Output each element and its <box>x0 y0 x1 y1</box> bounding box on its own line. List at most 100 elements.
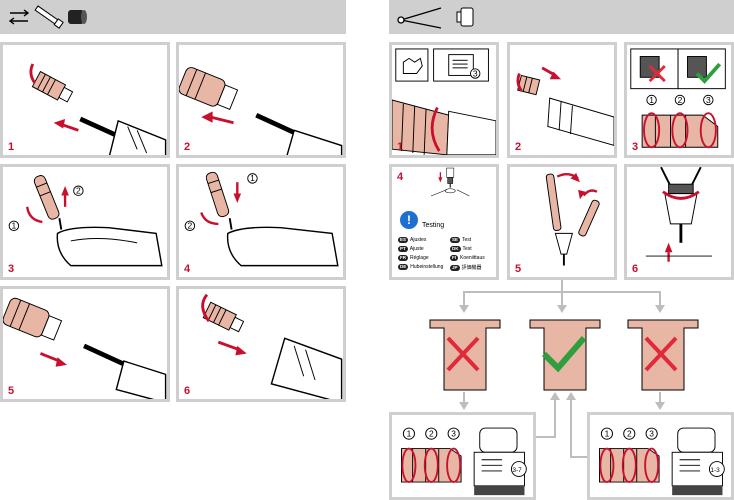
testing-label: Testing <box>422 222 445 229</box>
nosepiece-icon <box>68 10 87 24</box>
step-number: 3 <box>632 141 639 153</box>
results-row <box>429 319 699 391</box>
hand-icon <box>402 57 423 74</box>
language-text: Hubeinstellung <box>410 264 444 270</box>
arrow-down-icon <box>459 402 469 410</box>
arrow-down-icon <box>459 305 469 313</box>
right-step-3-panel: 1 2 3 3 <box>624 42 734 158</box>
step-number: 4 <box>397 171 404 183</box>
left-step-1-panel: 1 <box>0 42 170 158</box>
language-code: ES <box>398 237 409 243</box>
left-step-6-panel: 6 <box>176 286 346 402</box>
connector-line <box>536 436 556 438</box>
arrow-up-icon <box>550 392 560 400</box>
circle-number: 2 <box>188 221 193 231</box>
circle-number: 1 <box>250 173 255 183</box>
step-number: 5 <box>8 385 15 397</box>
cross-icon <box>644 336 678 372</box>
left-step-4-panel: 1 2 4 <box>176 164 346 280</box>
circle-number: 2 <box>429 428 434 438</box>
cross-icon <box>446 336 480 372</box>
circle-number: 2 <box>76 186 81 196</box>
right-header-bar <box>389 0 734 34</box>
right-step-2-panel: 2 <box>507 42 617 158</box>
circle-number: 1 <box>12 221 17 231</box>
circle-number: 1 <box>649 95 654 105</box>
rivet-bad-left <box>429 319 501 391</box>
step-number: 2 <box>515 141 522 153</box>
connector-line <box>463 392 465 404</box>
step-number: 1 <box>8 141 15 153</box>
adjust-panel-left: 1 2 3 3-7 <box>389 412 536 500</box>
step-number: 5 <box>515 263 522 275</box>
language-text: Ajuste <box>409 246 424 252</box>
circle-number: 1 <box>407 428 412 438</box>
adjust-panel-right: 1 2 3 1-3 <box>587 412 734 500</box>
language-code: DK <box>450 246 461 252</box>
language-text: Ajustes <box>410 237 427 243</box>
language-code: FR <box>398 255 408 261</box>
arrow-down-icon <box>655 402 665 410</box>
left-header-bar <box>0 0 346 34</box>
cross-icon <box>648 64 666 83</box>
swap-arrows-icon <box>8 9 30 25</box>
language-text: 評価機器 <box>461 265 482 271</box>
step-number: 1 <box>397 141 404 153</box>
step-number: 4 <box>184 263 191 275</box>
callout-number: 3 <box>473 68 478 78</box>
circle-number: 3 <box>451 428 456 438</box>
circle-number: 1 <box>605 428 610 438</box>
right-step-6-panel: 6 <box>624 164 734 280</box>
circle-number: 3 <box>706 95 711 105</box>
language-text: Test <box>462 246 472 252</box>
rivet-bad-right <box>627 319 699 391</box>
language-code: JP <box>450 264 460 271</box>
connector-line <box>561 291 563 307</box>
circle-number: 2 <box>627 428 632 438</box>
left-step-5-panel: 5 <box>0 286 170 402</box>
connector-line <box>463 291 465 307</box>
connector-line <box>554 398 556 438</box>
arrow-up-icon <box>566 392 576 400</box>
connector-line <box>570 456 590 458</box>
callout-number: 3-7 <box>512 467 522 474</box>
info-icon: ! <box>400 211 418 229</box>
arrow-down-icon <box>557 305 567 313</box>
caliper-icon <box>397 7 442 29</box>
check-icon <box>541 336 587 373</box>
left-step-2-panel: 2 <box>176 42 346 158</box>
circle-number: 2 <box>678 95 683 105</box>
connector-line <box>659 392 661 404</box>
nosepiece-icon <box>456 7 474 27</box>
language-text: Koeniittaus <box>460 255 485 261</box>
right-step-1-panel: 3 1 <box>389 42 499 158</box>
connector-line <box>659 291 661 307</box>
right-step-5-panel: 5 <box>507 164 617 280</box>
left-step-3-panel: 2 1 3 <box>0 164 170 280</box>
connector-line <box>561 280 563 292</box>
language-text: Réglage <box>410 255 429 261</box>
step-number: 6 <box>632 263 639 275</box>
language-code: PT <box>398 246 408 252</box>
language-text: Test <box>462 237 472 243</box>
step-number: 6 <box>184 385 191 397</box>
language-code: FI <box>450 255 458 261</box>
check-icon <box>695 62 722 84</box>
connector-line <box>570 398 572 456</box>
step-number: 3 <box>8 263 15 275</box>
circle-number: 3 <box>649 428 654 438</box>
arrow-down-icon <box>655 305 665 313</box>
rivet-good <box>529 319 601 391</box>
callout-number: 1-3 <box>710 467 720 474</box>
language-code: SE <box>450 237 461 243</box>
language-code: DE <box>398 264 409 270</box>
